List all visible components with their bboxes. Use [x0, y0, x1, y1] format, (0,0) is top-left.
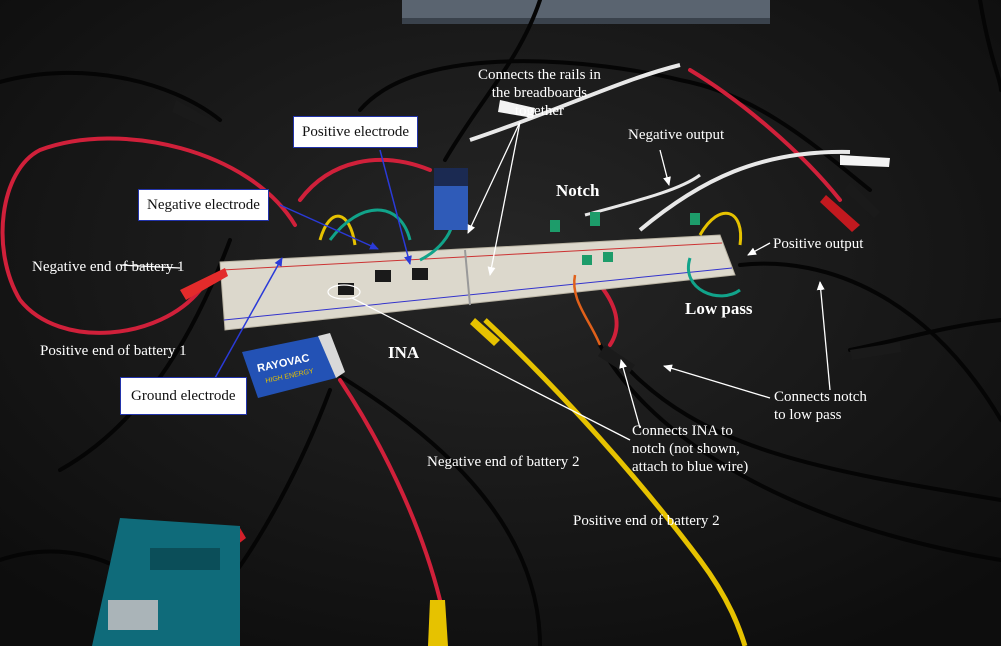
label-negative-end-battery-2: Negative end of battery 2: [427, 454, 580, 470]
blue-annotation-arrows: [214, 149, 412, 379]
label-ground-electrode: Ground electrode: [120, 377, 247, 415]
label-notch: Notch: [556, 181, 600, 200]
battery-top: [434, 168, 468, 230]
label-ina: INA: [388, 343, 420, 362]
arduino-board: [92, 518, 240, 646]
label-positive-electrode: Positive electrode: [293, 116, 419, 148]
label-positive-output: Positive output: [773, 236, 864, 252]
white-cable: [469, 63, 851, 232]
label-connects-notch-low-pass: Connects notch to low pass: [774, 389, 867, 423]
label-negative-end-battery-1: Negative end of battery 1: [32, 259, 185, 275]
battery-rayovac: RAYOVAC HIGH ENERGY: [242, 333, 345, 398]
label-negative-output: Negative output: [628, 127, 725, 143]
yellow-cable: [483, 318, 748, 646]
label-low-pass: Low pass: [685, 299, 753, 318]
white-annotation-arrows: [119, 121, 831, 441]
label-connects-rails: Connects the rails in the breadboards to…: [478, 67, 601, 119]
label-positive-end-battery-2: Positive end of battery 2: [573, 513, 720, 529]
label-connects-ina-notch: Connects INA to notch (not shown, attach…: [632, 423, 749, 475]
power-supply-device: [402, 0, 770, 22]
label-positive-end-battery-1: Positive end of battery 1: [40, 343, 187, 359]
label-negative-electrode: Negative electrode: [138, 189, 269, 221]
capacitors: [550, 212, 700, 265]
